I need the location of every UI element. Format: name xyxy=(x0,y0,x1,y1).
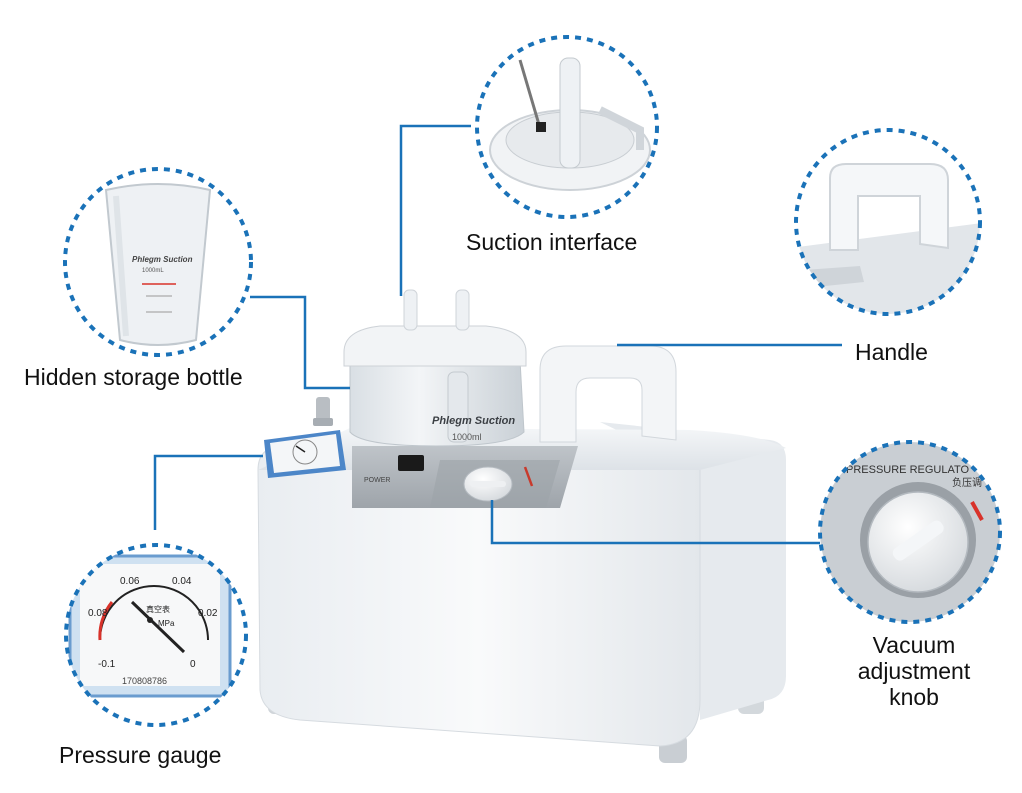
inset-ring-knob xyxy=(818,440,1002,624)
inset-vacuum-knob: PRESSURE REGULATO 负压调 xyxy=(818,440,1002,624)
panel-power-text: POWER xyxy=(364,477,390,484)
gauge-tick-002: 0.02 xyxy=(198,608,218,619)
inset-handle xyxy=(794,128,982,316)
jar-print: Phlegm Suction xyxy=(432,415,515,427)
label-pressure-gauge: Pressure gauge xyxy=(59,742,222,768)
callout-lines xyxy=(153,124,842,545)
gauge-cn-text: 真空表 xyxy=(146,604,170,614)
bottle-volume: 1000mL xyxy=(142,268,164,274)
gauge-serial-text: 170808786 xyxy=(122,676,167,686)
gauge-unit-text: MPa xyxy=(158,619,175,628)
regulator-cn-text: 负压调 xyxy=(952,476,982,489)
label-handle: Handle xyxy=(855,339,928,365)
inset-ring-interface xyxy=(475,35,659,219)
label-knob-line-3: knob xyxy=(889,684,939,710)
power-switch xyxy=(398,455,424,471)
inset-storage-bottle: Phlegm Suction 1000mL xyxy=(63,167,253,357)
line-interface xyxy=(399,124,471,296)
regulator-text: PRESSURE REGULATO xyxy=(846,464,970,476)
handle xyxy=(539,345,677,443)
line-gauge xyxy=(153,454,263,530)
label-vacuum-adjustment-knob: Vacuum adjustment knob xyxy=(844,632,984,710)
gauge-tick-006: 0.06 xyxy=(120,576,140,587)
machine-gauge xyxy=(264,430,346,478)
inset-suction-interface xyxy=(475,35,659,219)
label-knob-line-2: adjustment xyxy=(857,658,971,684)
gauge-tick-0: 0 xyxy=(190,659,196,670)
jar-volume: 1000ml xyxy=(452,432,482,442)
label-knob-line-1: Vacuum xyxy=(872,632,956,658)
connector xyxy=(316,397,330,423)
main-machine: POWER Phlegm Suction 1000ml xyxy=(257,289,786,763)
gauge-needle xyxy=(130,600,186,654)
suction-jar: Phlegm Suction 1000ml xyxy=(343,289,527,447)
inset-ring-bottle xyxy=(63,167,253,357)
label-hidden-storage-bottle: Hidden storage bottle xyxy=(24,364,243,390)
inset-pressure-gauge: 0.06 0.04 0.08 0.02 -0.1 0 真空表 MPa 17080… xyxy=(64,543,248,727)
line-bottle xyxy=(250,295,350,390)
inset-ring-gauge xyxy=(64,543,248,727)
bottle-print: Phlegm Suction xyxy=(132,255,193,264)
gauge-tick-004: 0.04 xyxy=(172,576,192,587)
inset-ring-handle xyxy=(794,128,982,316)
label-suction-interface: Suction interface xyxy=(466,229,638,255)
gauge-tick-neg01: -0.1 xyxy=(98,659,116,670)
gauge-tick-008: 0.08 xyxy=(88,608,108,619)
line-knob xyxy=(490,500,820,545)
